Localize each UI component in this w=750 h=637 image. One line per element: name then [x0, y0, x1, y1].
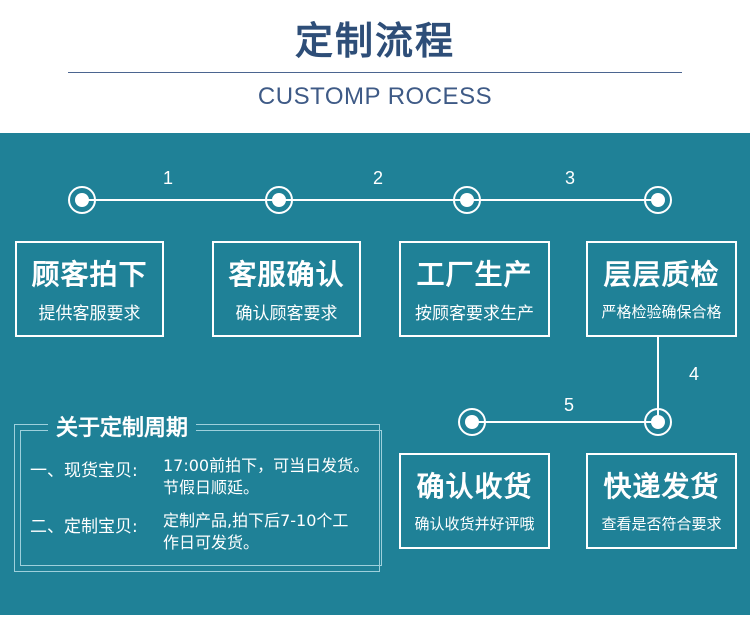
period-box-inner: [20, 430, 382, 566]
period-item-text: 定制产品,拍下后7-10个工 作日可发货。: [163, 510, 348, 554]
page-title: 定制流程: [294, 19, 455, 63]
step-desc: 提供客服要求: [38, 304, 141, 324]
timeline-node-2: [265, 186, 293, 214]
step-title: 客服确认: [228, 258, 345, 291]
timeline-line-bottom: [472, 421, 658, 423]
bottom-strip: [0, 615, 750, 637]
period-title: 关于定制周期: [48, 410, 197, 442]
page-header: 定制流程 CUSTOMP ROCESS: [0, 0, 750, 133]
period-item-label: 二、定制宝贝:: [30, 517, 138, 537]
timeline-line-top: [82, 199, 658, 201]
step-card-quality-check: 层层质检 严格检验确保合格: [586, 241, 737, 337]
step-card-service-confirm: 客服确认 确认顾客要求: [212, 241, 361, 337]
timeline-node-3: [453, 186, 481, 214]
timeline-node-6: [458, 408, 486, 436]
step-desc: 确认顾客要求: [235, 304, 338, 324]
period-item-text: 17:00前拍下，可当日发货。 节假日顺延。: [163, 455, 369, 499]
step-card-confirm-receipt: 确认收货 确认收货并好评哦: [399, 453, 550, 549]
header-divider: [68, 72, 682, 73]
step-desc: 查看是否符合要求: [601, 515, 722, 533]
step-card-express-delivery: 快递发货 查看是否符合要求: [586, 453, 737, 549]
timeline-node-1: [68, 186, 96, 214]
step-desc: 严格检验确保合格: [601, 303, 722, 321]
timeline-node-5: [644, 408, 672, 436]
timeline-line-vertical: [657, 336, 659, 422]
timeline-node-4: [644, 186, 672, 214]
step-title: 顾客拍下: [31, 258, 148, 291]
step-number-5: 5: [563, 395, 574, 415]
period-item-label: 一、现货宝贝:: [30, 461, 138, 481]
step-desc: 按顾客要求生产: [415, 304, 534, 324]
page-subtitle: CUSTOMP ROCESS: [257, 83, 493, 110]
step-title: 层层质检: [603, 258, 720, 291]
step-title: 快递发货: [603, 470, 720, 503]
step-number-3: 3: [564, 168, 575, 188]
step-title: 确认收货: [416, 470, 533, 503]
step-title: 工厂生产: [416, 258, 533, 291]
step-number-1: 1: [162, 168, 173, 188]
step-number-2: 2: [372, 168, 383, 188]
step-desc: 确认收货并好评哦: [414, 515, 535, 533]
process-panel: [0, 133, 750, 615]
period-item-line: 作日可发货。: [163, 533, 260, 552]
period-box-outer: [14, 424, 380, 572]
period-item-line: 定制产品,拍下后7-10个工: [163, 511, 349, 530]
step-number-4: 4: [688, 364, 699, 384]
step-card-factory-production: 工厂生产 按顾客要求生产: [399, 241, 550, 337]
period-item-line: 17:00前拍下，可当日发货。: [163, 456, 370, 475]
period-item-line: 节假日顺延。: [163, 478, 260, 497]
step-card-customer-order: 顾客拍下 提供客服要求: [15, 241, 164, 337]
